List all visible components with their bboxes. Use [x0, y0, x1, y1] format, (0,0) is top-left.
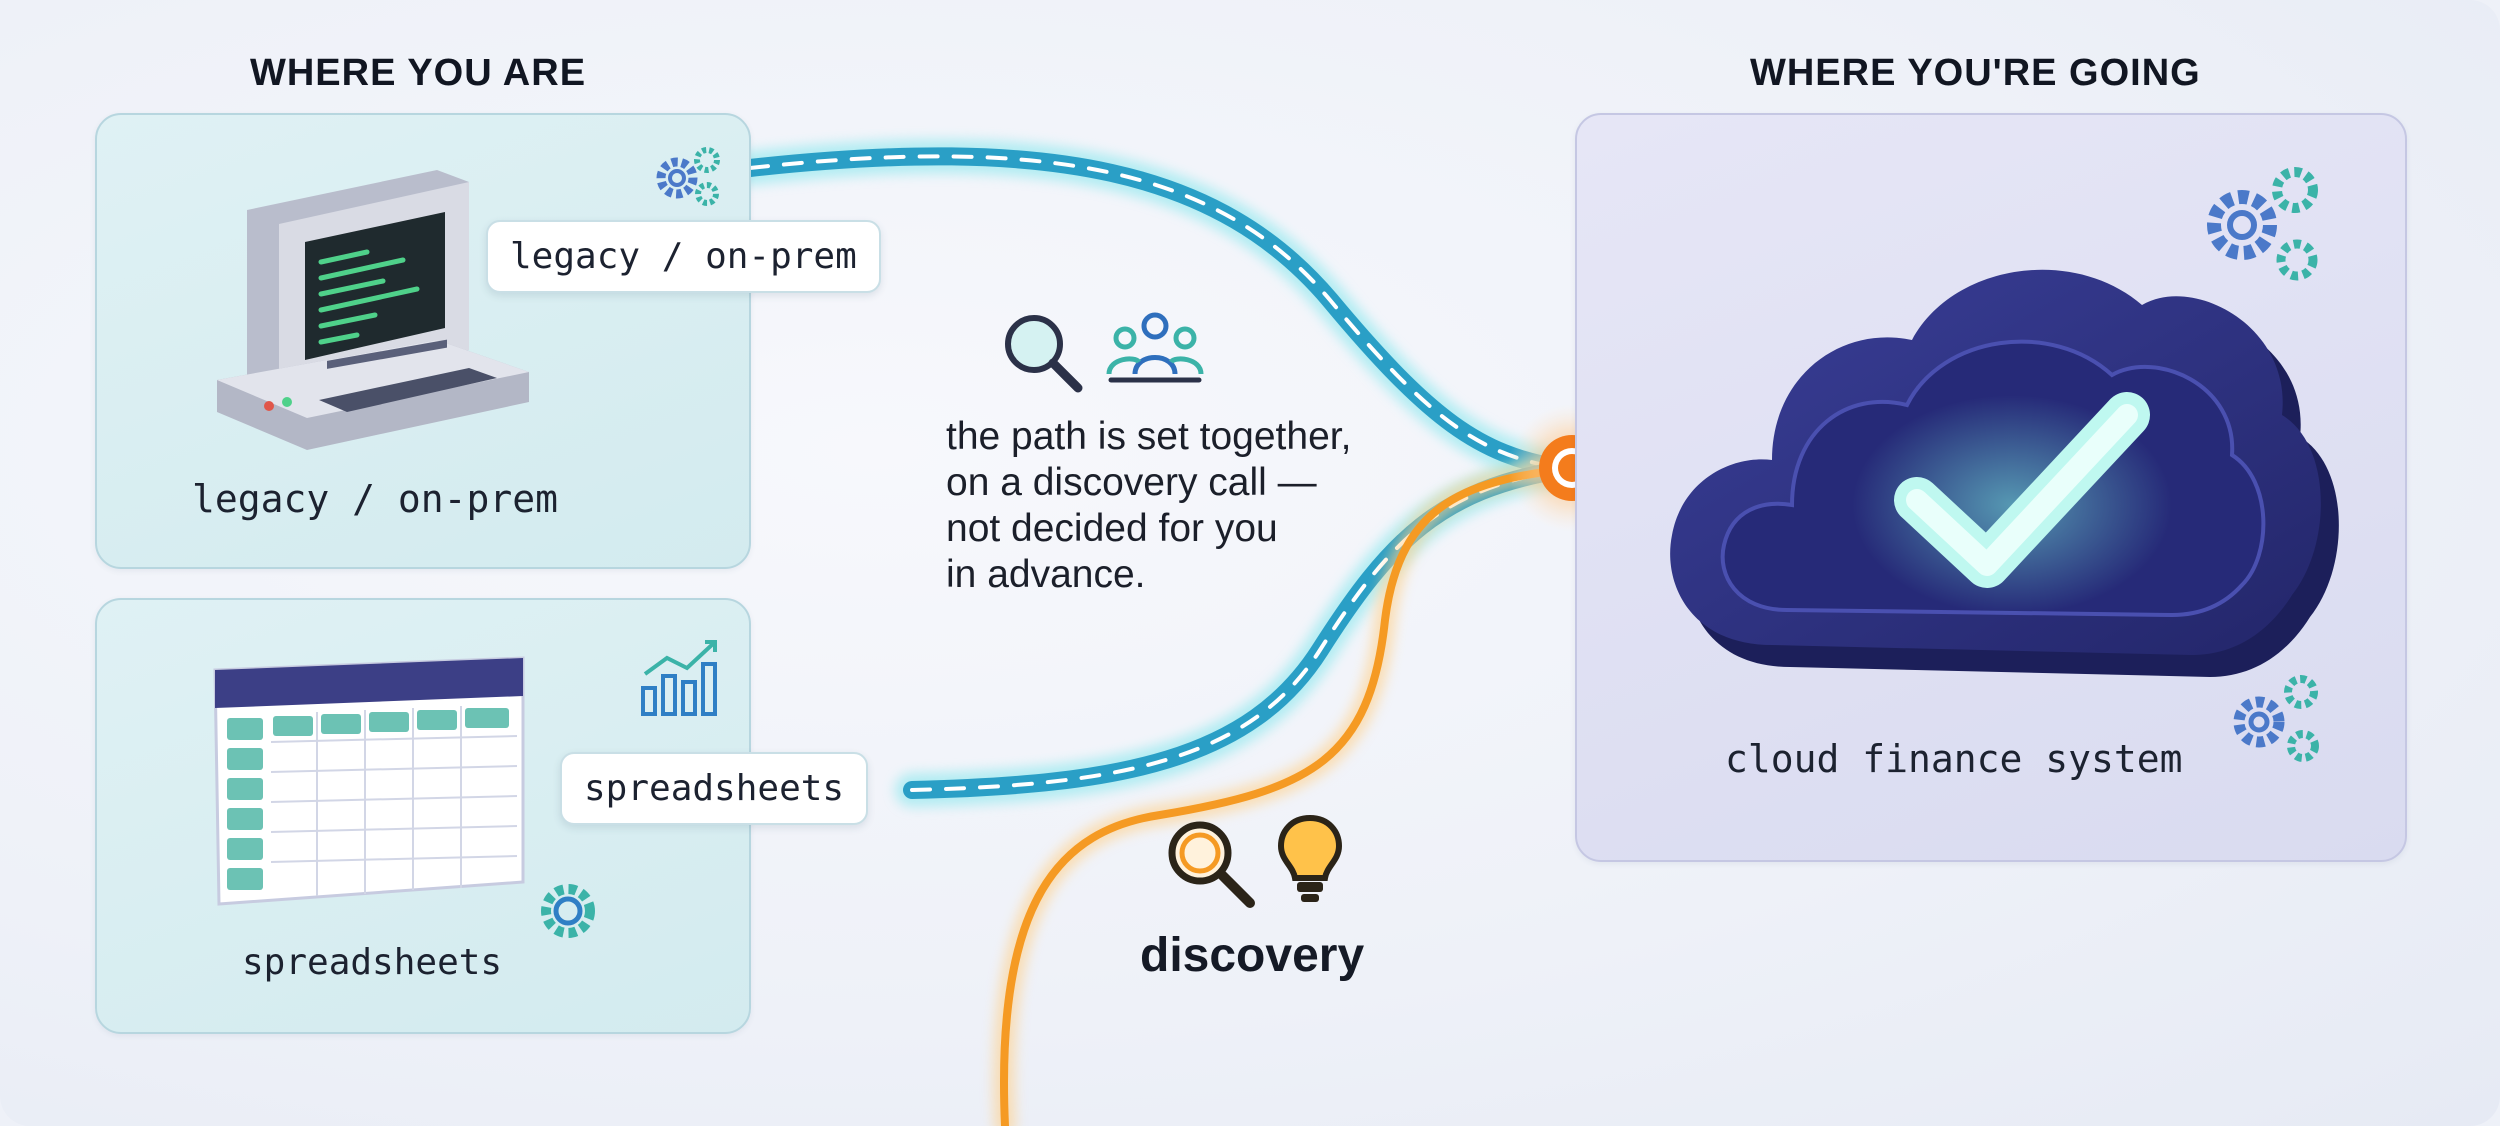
legacy-panel: legacy / on-prem — [95, 113, 751, 569]
spreadsheet-icon — [213, 656, 525, 906]
path-note-line: not decided for you — [946, 507, 1278, 550]
path-note-line: on a discovery call — — [946, 461, 1317, 504]
people-icon — [1106, 312, 1204, 383]
discovery-path — [993, 457, 1586, 1126]
discovery-label: discovery — [1140, 929, 1365, 982]
spreadsheets-caption: spreadsheets — [242, 942, 503, 983]
path-note-line: in advance. — [946, 553, 1146, 596]
path-note: the path is set together, on a discovery… — [946, 414, 1351, 598]
lightbulb-icon — [1277, 814, 1343, 902]
gear-cluster-icon — [2233, 675, 2319, 762]
computer-icon — [217, 170, 529, 450]
cloud-caption: cloud finance system — [1725, 737, 2183, 781]
gear-cluster-icon — [656, 147, 720, 206]
future-state-heading: WHERE YOU'RE GOING — [1750, 52, 2201, 94]
legacy-tag: legacy / on-prem — [486, 220, 881, 293]
spreadsheets-tag: spreadsheets — [560, 752, 869, 825]
cloud-panel: cloud finance system — [1575, 113, 2407, 862]
cloud-icon — [1670, 269, 2339, 677]
bar-chart-icon — [641, 640, 717, 716]
legacy-caption: legacy / on-prem — [192, 477, 559, 521]
legacy-path — [733, 139, 1577, 485]
magnifier-icon — [1005, 315, 1083, 393]
gear-cluster-icon — [2207, 167, 2318, 281]
check-icon — [1894, 392, 2150, 588]
gear-icon — [541, 884, 595, 938]
magnifier-icon — [1168, 821, 1255, 908]
current-state-heading: WHERE YOU ARE — [250, 52, 587, 94]
path-note-line: the path is set together, — [946, 415, 1352, 458]
